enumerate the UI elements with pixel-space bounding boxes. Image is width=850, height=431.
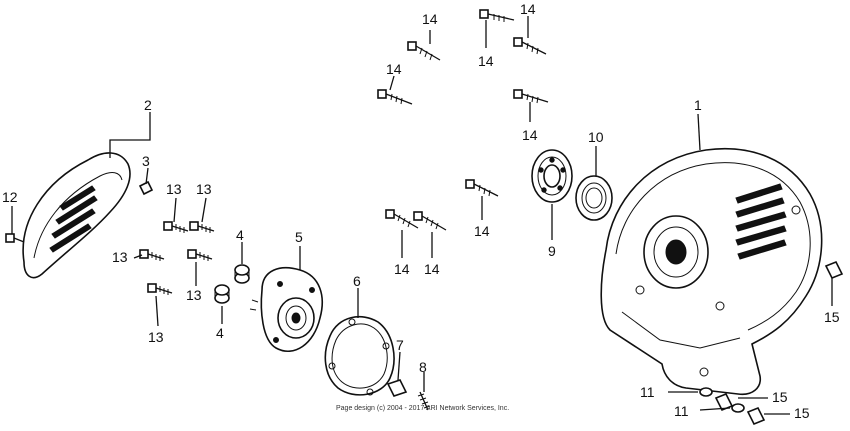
callout-labels: 1 2 3 4 4 5 6 7 8 9 10 11 11 12 13 13 13… xyxy=(2,1,840,421)
callout-4-upper: 4 xyxy=(236,227,244,243)
callout-15-c: 15 xyxy=(794,405,810,421)
callout-5: 5 xyxy=(295,229,303,245)
copyright-notice: Page design (c) 2004 - 2017 ARI Network … xyxy=(336,405,509,412)
callout-11-lower: 11 xyxy=(674,403,689,419)
callout-12: 12 xyxy=(2,189,18,205)
callout-13-d: 13 xyxy=(186,287,202,303)
bolt-13-group[interactable] xyxy=(139,221,215,295)
callout-8: 8 xyxy=(419,359,427,375)
gasket-part[interactable] xyxy=(324,315,395,396)
callout-4-lower: 4 xyxy=(216,325,224,341)
callout-11-upper: 11 xyxy=(640,384,655,400)
oil-seal-part[interactable] xyxy=(575,175,613,221)
bushing-4-group[interactable] xyxy=(214,264,250,304)
callout-14-a: 14 xyxy=(422,11,438,27)
o-ring-11-group[interactable] xyxy=(699,387,745,413)
dowel-15-group[interactable] xyxy=(714,260,844,426)
callout-1: 1 xyxy=(694,97,702,113)
callout-9: 9 xyxy=(548,243,556,259)
left-cover-part[interactable] xyxy=(22,152,131,279)
bolt-14-group[interactable] xyxy=(377,9,549,231)
callout-13-a: 13 xyxy=(166,181,182,197)
callout-13-b: 13 xyxy=(196,181,212,197)
case-cooling-fins xyxy=(735,183,787,260)
bearing-part[interactable] xyxy=(531,149,573,203)
stud-8-part[interactable] xyxy=(417,391,431,411)
bolt-12-part[interactable] xyxy=(5,233,25,243)
callout-13-e: 13 xyxy=(148,329,164,345)
callout-15-b: 15 xyxy=(772,389,788,405)
callout-6: 6 xyxy=(353,273,361,289)
callout-14-b: 14 xyxy=(520,1,536,17)
callout-2: 2 xyxy=(144,97,152,113)
callout-14-c: 14 xyxy=(478,53,494,69)
callout-13-c: 13 xyxy=(112,249,128,265)
callout-7: 7 xyxy=(396,337,404,353)
leader-lines xyxy=(11,16,833,415)
callout-14-f: 14 xyxy=(474,223,490,239)
dowel-7-part[interactable] xyxy=(386,379,408,397)
callout-14-d: 14 xyxy=(386,61,402,77)
callout-14-h: 14 xyxy=(424,261,440,277)
callout-3: 3 xyxy=(142,153,150,169)
callout-14-e: 14 xyxy=(522,127,538,143)
bearing-housing-part[interactable] xyxy=(249,266,323,353)
callout-14-g: 14 xyxy=(394,261,410,277)
cover-vent-slots xyxy=(49,185,98,253)
callout-15-a: 15 xyxy=(824,309,840,325)
main-case-part[interactable] xyxy=(600,148,823,396)
callout-10: 10 xyxy=(588,129,604,145)
pin-part[interactable] xyxy=(138,180,154,196)
